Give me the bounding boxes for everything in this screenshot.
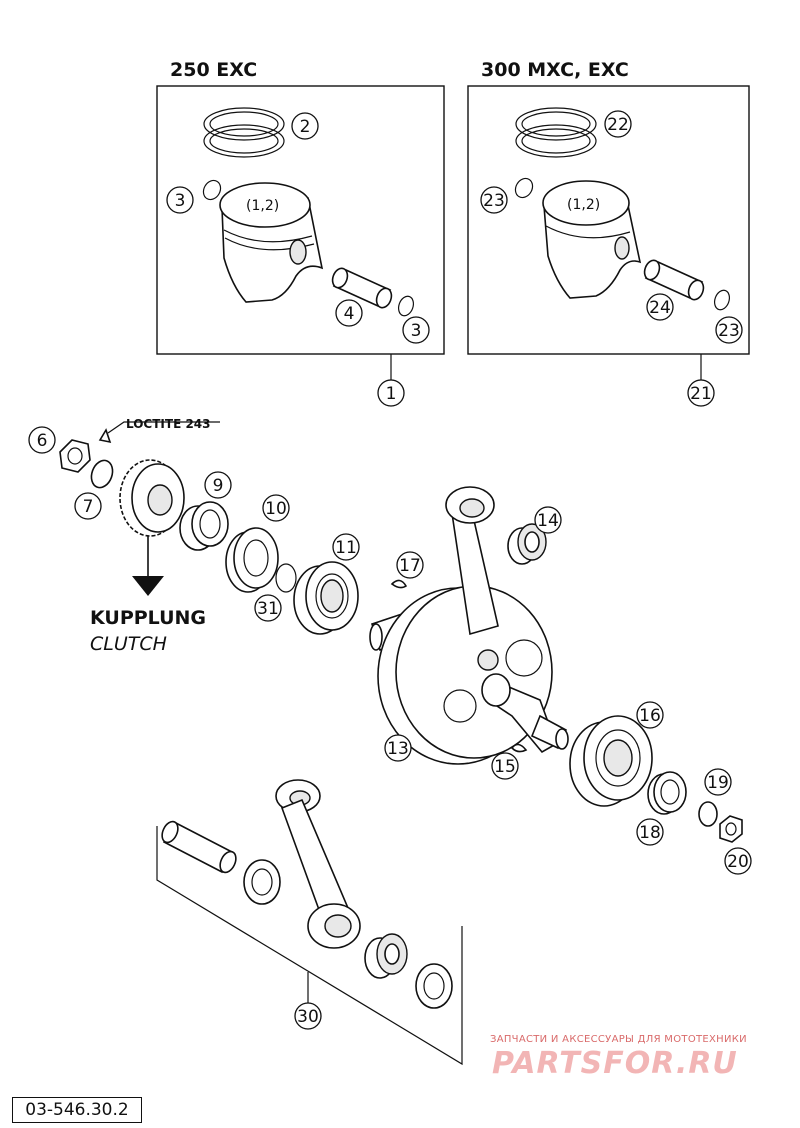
- callout-13: 13: [384, 734, 412, 762]
- bearing-11: [293, 561, 359, 635]
- watermark-brand: PARTSFOR.RU: [492, 1046, 738, 1081]
- piston-rings-300: [515, 107, 597, 158]
- svg-text:21: 21: [690, 384, 712, 404]
- svg-text:2: 2: [300, 117, 311, 137]
- crank-pin: [161, 820, 237, 874]
- callout-11: 11: [332, 533, 360, 561]
- svg-text:19: 19: [707, 773, 729, 793]
- svg-text:7: 7: [83, 497, 94, 517]
- loctite-note: LOCTITE 243: [126, 417, 211, 431]
- woodruff-key-15: [510, 743, 528, 753]
- callout-16: 16: [636, 701, 664, 729]
- callout-2: 2: [291, 112, 319, 140]
- svg-text:3: 3: [411, 321, 422, 341]
- primary-gear: [119, 459, 185, 537]
- piston-kit-box-250: [156, 85, 445, 355]
- svg-text:3: 3: [175, 191, 186, 211]
- callout-14: 14: [534, 506, 562, 534]
- needle-bearing-conrod: [364, 933, 408, 979]
- callout-19: 19: [704, 768, 732, 796]
- svg-text:22: 22: [607, 115, 629, 135]
- svg-text:9: 9: [213, 476, 224, 496]
- callout-18: 18: [636, 818, 664, 846]
- svg-text:1: 1: [386, 384, 397, 404]
- washer-19: [698, 801, 718, 827]
- callout-30: 30: [294, 1002, 322, 1030]
- watermark-tagline: ЗАПЧАСТИ И АКСЕССУАРЫ ДЛЯ МОТОТЕХНИКИ: [490, 1034, 747, 1045]
- callout-23a: 23: [480, 186, 508, 214]
- clutch-arrow-head: [132, 576, 164, 596]
- svg-text:18: 18: [639, 823, 661, 843]
- piston-250: (1,2): [219, 182, 324, 303]
- callout-3b: 3: [402, 316, 430, 344]
- piston-kit-box-300: [467, 85, 750, 355]
- callout-24: 24: [646, 293, 674, 321]
- circlip-250-a: [202, 179, 222, 201]
- piston-300: (1,2): [542, 180, 642, 299]
- callout-23b: 23: [715, 316, 743, 344]
- callout-17: 17: [396, 551, 424, 579]
- nut-20: [719, 815, 743, 843]
- crankshaft-13: [369, 486, 569, 765]
- svg-text:10: 10: [265, 499, 287, 519]
- loctite-drop: [98, 428, 112, 444]
- piston-rings-250: [203, 107, 285, 158]
- svg-text:17: 17: [399, 556, 421, 576]
- circlip-250-b: [397, 295, 415, 317]
- shaft-seal-18: [647, 771, 687, 815]
- svg-text:23: 23: [483, 191, 505, 211]
- svg-text:30: 30: [297, 1007, 319, 1027]
- circlip-300-a: [514, 177, 534, 199]
- svg-text:20: 20: [727, 852, 749, 872]
- kupplung-label: KUPPLUNG: [90, 607, 206, 629]
- callout-20: 20: [724, 847, 752, 875]
- svg-text:6: 6: [37, 431, 48, 451]
- thrust-washer-a: [243, 859, 281, 905]
- bearing-16: [569, 715, 653, 807]
- svg-text:4: 4: [344, 304, 355, 324]
- o-ring-31: [275, 563, 297, 593]
- callout-21: 21: [687, 379, 715, 407]
- nut-6: [59, 439, 91, 473]
- callout-9: 9: [204, 471, 232, 499]
- callout-7: 7: [74, 492, 102, 520]
- callout-4: 4: [335, 299, 363, 327]
- svg-text:31: 31: [257, 599, 279, 619]
- svg-text:16: 16: [639, 706, 661, 726]
- callout-10: 10: [262, 494, 290, 522]
- woodruff-key-17: [390, 579, 408, 589]
- reference-code: 03-546.30.2: [12, 1097, 142, 1123]
- lock-washer-7: [90, 459, 114, 489]
- connecting-rod-30: [275, 779, 361, 949]
- loctite-leader: [107, 421, 220, 434]
- group-title-250-exc: 250 EXC: [170, 59, 257, 81]
- piston-marking-250: (1,2): [246, 198, 279, 214]
- bushing-9: [179, 501, 229, 551]
- svg-text:23: 23: [718, 321, 740, 341]
- piston-marking-300: (1,2): [567, 197, 600, 213]
- piston-pin-300: [643, 259, 705, 301]
- svg-text:15: 15: [494, 757, 516, 777]
- circlip-300-b: [713, 289, 731, 311]
- thrust-washer-b: [415, 963, 453, 1009]
- svg-text:14: 14: [537, 511, 559, 531]
- callout-22: 22: [604, 110, 632, 138]
- callout-31: 31: [254, 594, 282, 622]
- shaft-seal-10: [225, 527, 279, 593]
- conrod-kit-bracket: [156, 826, 463, 1066]
- clutch-label: CLUTCH: [90, 633, 167, 655]
- callout-3a: 3: [166, 186, 194, 214]
- callout-1: 1: [377, 379, 405, 407]
- svg-text:11: 11: [335, 538, 357, 558]
- callout-6: 6: [28, 426, 56, 454]
- piston-pin-250: [331, 267, 393, 309]
- group-title-300-mxc-exc: 300 MXC, EXC: [481, 59, 629, 81]
- callout-15: 15: [491, 752, 519, 780]
- svg-text:24: 24: [649, 298, 671, 318]
- svg-text:13: 13: [387, 739, 409, 759]
- needle-bearing-14: [507, 523, 547, 565]
